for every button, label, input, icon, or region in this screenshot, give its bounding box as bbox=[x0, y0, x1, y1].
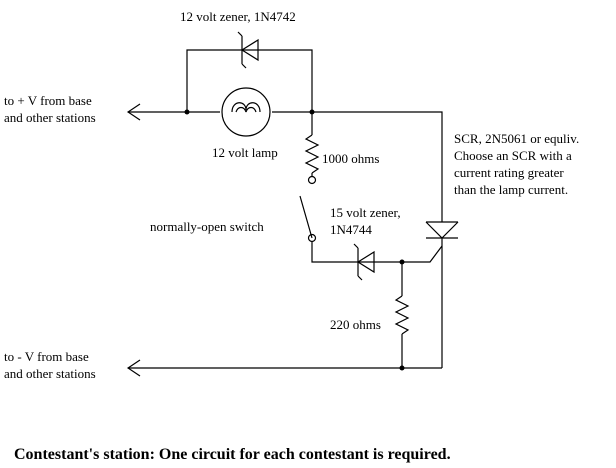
resistor-220-symbol bbox=[394, 295, 410, 335]
lamp-symbol bbox=[221, 87, 271, 137]
zener-15v-label: 15 volt zener, 1N4744 bbox=[330, 205, 401, 237]
scr-label: SCR, 2N5061 or equliv. Choose an SCR wit… bbox=[454, 131, 580, 197]
neg-supply-label: to - V from base and other stations bbox=[4, 349, 96, 381]
pos-supply-label: to + V from base and other stations bbox=[4, 93, 96, 125]
zener-12v-label: 12 volt zener, 1N4742 bbox=[180, 9, 296, 24]
gate-wire bbox=[374, 245, 443, 263]
neg-arrow bbox=[126, 359, 141, 377]
scr-anode-wire bbox=[312, 111, 443, 222]
diagram-caption: Contestant's station: One circuit for ea… bbox=[14, 446, 451, 463]
switch-label: normally-open switch bbox=[150, 219, 264, 234]
switch-down-wire bbox=[311, 241, 346, 263]
zener-bypass-wire bbox=[186, 49, 313, 112]
zener-15v-symbol bbox=[346, 243, 375, 281]
scr-symbol bbox=[425, 221, 459, 239]
resistor-1000-label: 1000 ohms bbox=[322, 151, 380, 166]
lamp-label: 12 volt lamp bbox=[212, 145, 278, 160]
resistor-1000-symbol bbox=[304, 134, 320, 174]
pos-arrow bbox=[126, 103, 141, 121]
zener-12v-symbol bbox=[230, 31, 259, 69]
resistor-220-label: 220 ohms bbox=[330, 317, 381, 332]
normally-open-switch-symbol bbox=[299, 175, 317, 243]
